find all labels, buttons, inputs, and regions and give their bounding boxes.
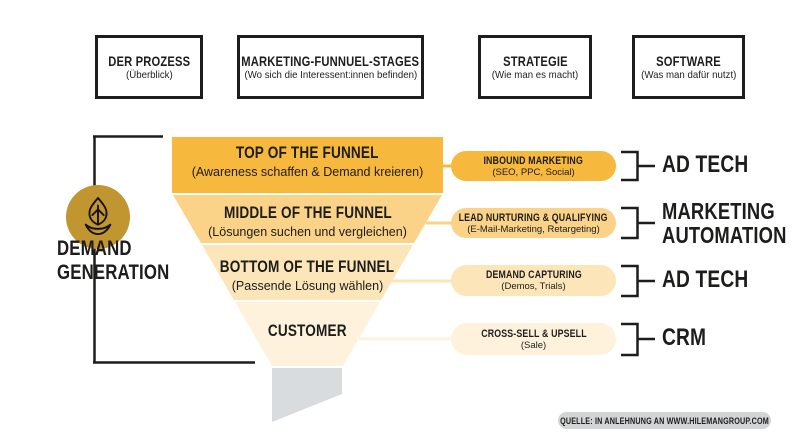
header-box-software: SOFTWARE (Was man dafür nutzt) <box>632 35 745 99</box>
demand-generation-badge <box>66 185 130 249</box>
header-box-process: DER PROZESS (Überblick) <box>95 35 203 99</box>
funnel-stage-customer-shape <box>235 302 380 366</box>
strategy-subtitle: (SEO, PPC, Social) <box>492 166 575 178</box>
process-label: DEMAND GENERATION <box>57 237 187 285</box>
seed-sprout-icon <box>84 197 112 236</box>
funnel-spout <box>272 368 342 422</box>
software-label-crm: CRM <box>662 326 717 350</box>
stage-title: MIDDLE OF THE FUNNEL <box>223 203 392 222</box>
header-subtitle: (Wo sich die Interessent:innen befinden) <box>244 68 417 81</box>
funnel-stage-middle-label: MIDDLE OF THE FUNNEL (Lösungen suchen un… <box>172 203 443 241</box>
strategy-subtitle: (Demos, Trials) <box>501 281 566 292</box>
strategy-title: LEAD NURTURING & QUALIFYING <box>458 211 609 224</box>
header-subtitle: (Wie man es macht) <box>491 68 579 81</box>
strategy-title: DEMAND CAPTURING <box>485 269 582 281</box>
funnel-stage-top-label: TOP OF THE FUNNEL (Awareness schaffen & … <box>172 143 443 181</box>
funnel-stage-customer-label: CUSTOMER <box>172 321 443 341</box>
process-bracket <box>93 135 255 364</box>
strategy-pill-inbound-marketing: INBOUND MARKETING (SEO, PPC, Social) <box>451 151 616 181</box>
software-bracket-1 <box>621 150 655 182</box>
header-title: MARKETING-FUNNUEL-STAGES <box>241 52 420 69</box>
header-subtitle: (Was man dafür nutzt) <box>640 68 737 81</box>
header-title: SOFTWARE <box>656 52 721 69</box>
stage-title: BOTTOM OF THE FUNNEL <box>220 257 395 276</box>
software-label-marketing-automation: MARKETING AUTOMATION <box>662 200 800 248</box>
software-label-adtech-2: AD TECH <box>662 268 770 292</box>
strategy-title: INBOUND MARKETING <box>483 154 584 167</box>
funnel-stage-bottom-label: BOTTOM OF THE FUNNEL (Passende Lösung wä… <box>172 257 443 295</box>
software-text: CRM <box>662 324 707 351</box>
strategy-subtitle: (Sale) <box>520 339 547 351</box>
process-label-line1: DEMAND <box>57 237 132 260</box>
funnel-stage-top-shape <box>172 137 443 193</box>
stage-subtitle: (Lösungen suchen und vergleichen) <box>208 225 407 239</box>
stage-subtitle: (Awareness schaffen & Demand kreieren) <box>191 165 424 179</box>
stage-title: TOP OF THE FUNNEL <box>236 143 379 162</box>
header-box-funnel-stages: MARKETING-FUNNUEL-STAGES (Wo sich die In… <box>237 35 424 99</box>
strategy-pill-lead-nurturing: LEAD NURTURING & QUALIFYING (E-Mail-Mark… <box>451 208 616 238</box>
header-title: STRATEGIE <box>502 52 568 69</box>
software-text: AD TECH <box>662 266 749 293</box>
source-attribution: QUELLE: IN ANLEHNUNG AN WWW.HILEMANGROUP… <box>558 412 771 429</box>
software-bracket-3 <box>621 264 655 298</box>
strategy-pill-demand-capturing: DEMAND CAPTURING (Demos, Trials) <box>451 265 616 296</box>
software-text: AUTOMATION <box>662 222 787 248</box>
software-label-adtech-1: AD TECH <box>662 153 770 177</box>
funnel-stage-bottom-shape <box>202 245 413 300</box>
strategy-subtitle: (E-Mail-Marketing, Retargeting) <box>467 223 600 235</box>
strategy-pill-cross-sell-upsell: CROSS-SELL & UPSELL (Sale) <box>451 323 616 355</box>
stage-subtitle: (Passende Lösung wählen) <box>231 279 384 293</box>
stage-title: CUSTOMER <box>268 321 347 340</box>
funnel-stage-middle-shape <box>173 195 442 243</box>
process-label-line2: GENERATION <box>57 261 170 284</box>
software-bracket-4 <box>621 322 655 357</box>
source-text: QUELLE: IN ANLEHNUNG AN WWW.HILEMANGROUP… <box>560 415 769 426</box>
header-subtitle: (Überblick) <box>125 68 173 81</box>
software-text: MARKETING <box>662 198 775 224</box>
strategy-title: CROSS-SELL & UPSELL <box>480 327 587 340</box>
header-title: DER PROZESS <box>107 52 191 69</box>
software-text: AD TECH <box>662 151 749 178</box>
header-box-strategy: STRATEGIE (Wie man es macht) <box>478 35 592 99</box>
software-bracket-2 <box>621 206 655 240</box>
